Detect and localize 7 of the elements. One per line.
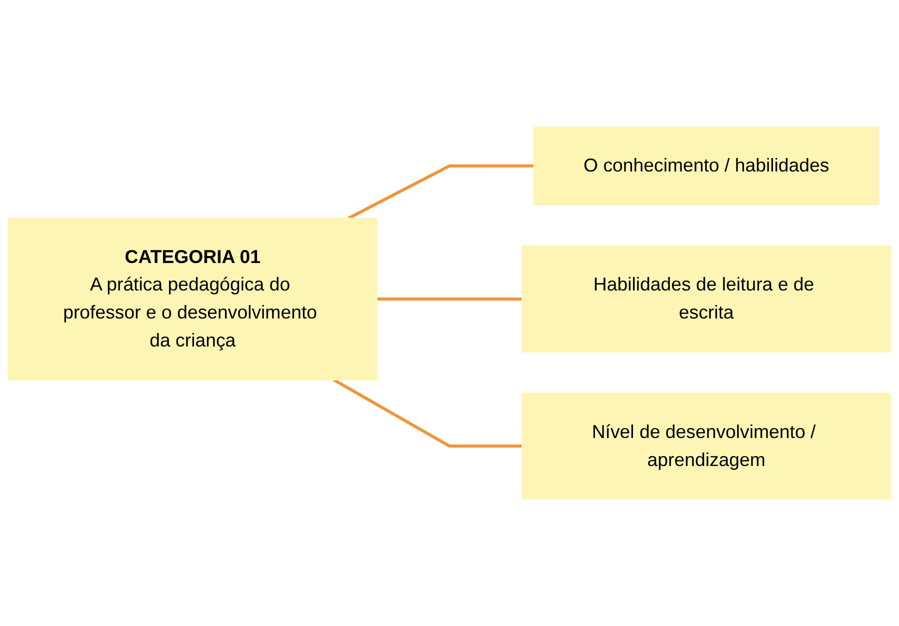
connector [377, 297, 522, 301]
node-box: Nível de desenvolvimento / aprendizagem [521, 392, 892, 500]
node-box: O conhecimento / habilidades [533, 126, 880, 206]
connector [332, 378, 522, 448]
node-box: Habilidades de leitura e de escrita [521, 246, 892, 352]
connector [348, 164, 534, 220]
node-box: CATEGORIA 01 A prática pedagógica do professor e o desenvolvimento da criança [8, 218, 378, 380]
